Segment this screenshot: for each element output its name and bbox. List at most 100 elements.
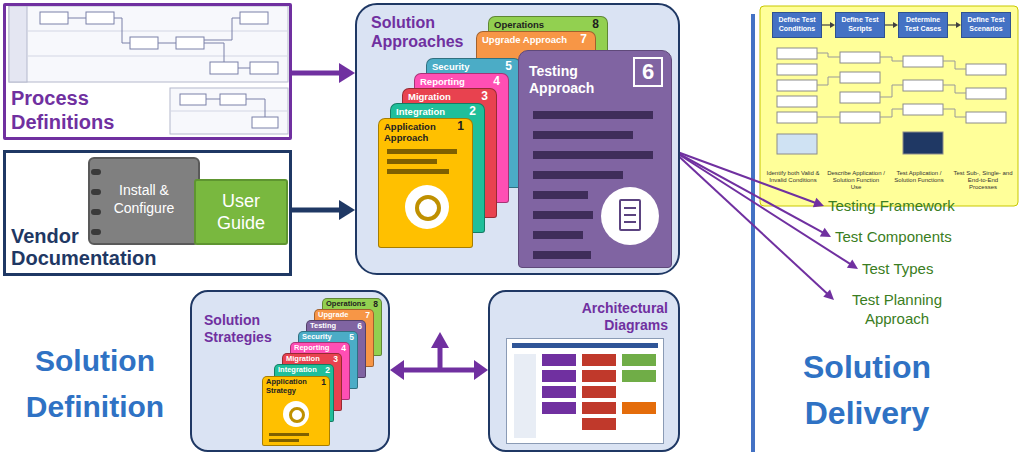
node-label: Test Types [862,260,933,278]
connector [292,63,355,83]
illustration-part [91,209,101,215]
node-label: Define Test Scenarios [963,16,1009,33]
binder: Install & Configure [88,157,200,245]
strategy-panel: Solution StrategiesOperations8Upgrade7Te… [190,290,390,452]
illustration-part [533,211,593,219]
card-title: Reporting [420,75,465,88]
connector-line [292,208,342,213]
card-title: Integration [396,105,445,118]
card-number: 2 [325,365,330,375]
illustration-part [542,402,576,414]
illustration-part [415,195,441,221]
illustration-part [91,169,101,175]
illustration-part [582,402,616,414]
step-box: Define Test Scenarios [961,12,1011,38]
step-box: Define Test Scripts [835,12,885,38]
card-title: Security [432,60,470,73]
arrow-head [847,259,858,269]
arrow-head [823,290,834,300]
input-panel: Process Definitions [3,3,292,140]
card-number: 7 [580,32,587,47]
illustration-part [533,111,653,119]
connector [948,22,961,28]
illustration-part [387,169,449,174]
node-label: Process Definitions [11,86,161,134]
approach-panel: Solution ApproachesOperations8Upgrade Ap… [355,3,680,275]
step-note: Test Application / Solution Functions [890,170,948,184]
illustration-part [533,131,633,139]
illustration-part [269,439,299,442]
testing-card: Testing Approach6 [518,50,672,268]
connector-line [822,24,831,25]
step-box: Define Test Conditions [772,12,822,38]
illustration-part [269,433,309,436]
illustration-part [533,151,653,159]
illustration-part [624,214,636,216]
card-title: Application Approach [384,121,446,143]
card-number: 7 [365,310,370,320]
step-note: Identify both Valid & Invalid Conditions [764,170,822,184]
illustration-part [533,171,623,179]
card-number: 6 [357,321,362,331]
section-title: Solution Delivery [762,344,972,436]
card-number: 5 [505,59,512,74]
node-label: Determine Test Cases [900,16,946,33]
illustration-part [283,401,309,427]
node-label: Install & Configure [104,181,184,217]
card-title: Testing Approach [529,63,621,97]
node-label: Test Planning Approach [838,290,956,328]
input-panel: Vendor DocumentationInstall & ConfigureU… [3,150,292,276]
card-title: Application Strategy [266,378,312,395]
connector [822,22,835,28]
step-note: Test Sub-, Single- and End-to-End Proces… [953,170,1013,191]
connector-line [885,24,894,25]
illustration-part [582,386,616,398]
illustration-part [533,191,588,199]
card-title: Reporting [294,343,329,353]
delivery-item: Test Planning Approach [838,290,956,328]
card-title: Upgrade Approach [482,33,567,46]
illustration-part [514,354,536,438]
node-label: Solution Strategies [204,312,288,346]
delivery-item: Test Components [835,228,952,246]
card-number: 8 [373,299,378,309]
illustration-part [91,229,101,235]
illustration-part [512,343,658,348]
illustration-part [601,187,659,245]
user-guide: User Guide [194,179,288,245]
illustration-part [582,354,616,366]
card-number: 4 [493,74,500,89]
illustration-part [387,149,457,154]
test-flow-image [760,6,1018,206]
arrow-head [339,63,355,83]
connector-line [948,24,957,25]
illustration-part [542,354,576,366]
card-title: Testing [310,321,336,331]
card-number: 8 [592,17,599,32]
arrow-head [820,228,831,237]
illustration-part [533,251,591,259]
illustration-part [542,370,576,382]
illustration-part [387,159,437,164]
arrow-head [813,198,824,207]
step-box: Determine Test Cases [898,12,948,38]
card-number: 5 [349,332,354,342]
connector [292,200,355,220]
illustration-part [533,231,583,239]
illustration-part [582,418,616,430]
node-label: Architectural Diagrams [556,300,668,334]
connector [885,22,898,28]
connector [672,150,834,300]
illustration-part [289,407,305,423]
card-number: 1 [457,119,464,134]
illustration-part [582,370,616,382]
illustration-part [622,370,656,382]
card-number: 3 [481,89,488,104]
process-flow-image [9,6,288,134]
strategy-card: Application Strategy1 [262,376,330,446]
card-title: Upgrade [318,310,348,320]
connector-line [401,368,477,373]
illustration-part [91,189,101,195]
divider-line [751,14,755,452]
illustration-part [405,185,449,229]
